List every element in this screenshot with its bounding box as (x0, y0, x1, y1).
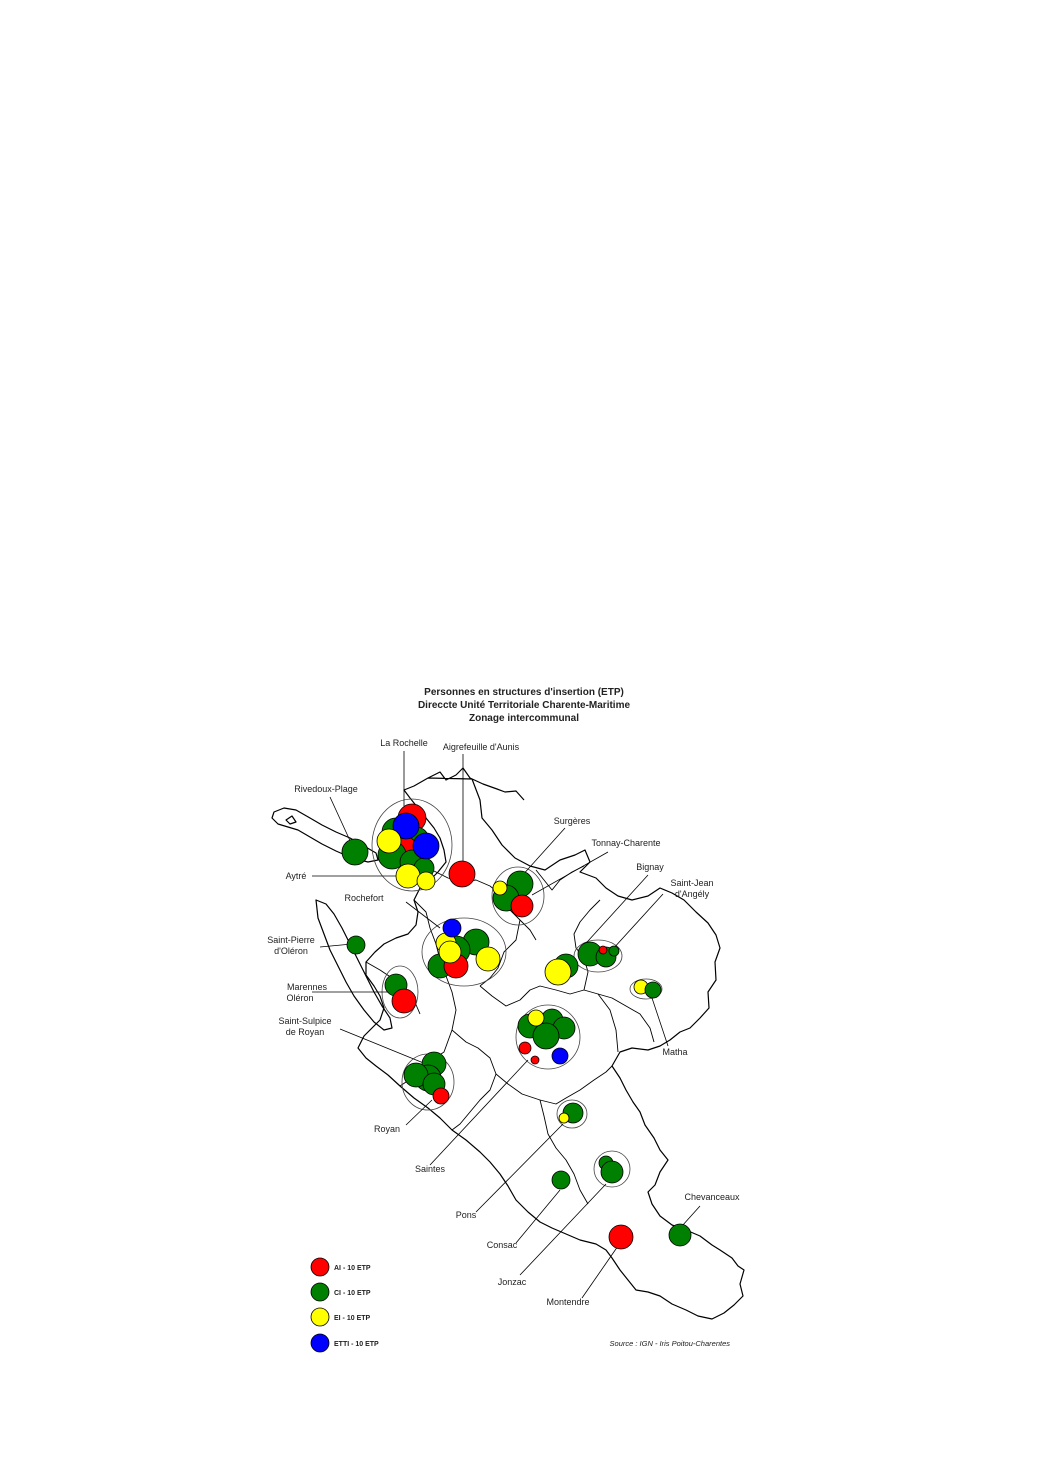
label-marennes-2: Oléron (286, 993, 313, 1003)
label-tonnay: Tonnay-Charente (591, 838, 660, 848)
intercommunal-boundaries (365, 859, 655, 1205)
symbol-ei (558, 1112, 570, 1124)
symbol-ai (598, 945, 608, 955)
label-bignay: Bignay (636, 862, 664, 872)
symbol-ei (376, 828, 402, 854)
place-labels: La Rochelle Aigrefeuille d'Aunis Rivedou… (267, 738, 740, 1307)
label-saint-pierre-1: Saint-Pierre (267, 935, 315, 945)
symbol-ci (341, 838, 369, 866)
symbol-ei (395, 863, 421, 889)
symbols-surgeres (492, 870, 534, 918)
ile-d-oleron-outline (315, 899, 393, 1031)
symbol-ci (346, 935, 366, 955)
label-saint-jean-2: d'Angély (675, 889, 710, 899)
symbol-ci (600, 1160, 624, 1184)
symbols-marennes (384, 973, 417, 1014)
symbol-ai (518, 1041, 532, 1055)
legend-swatch-ci (310, 1282, 330, 1302)
symbol-ci (644, 981, 662, 999)
legend-label-ei: EI - 10 ETP (334, 1315, 371, 1322)
legend-label-ai: AI - 10 ETP (334, 1265, 371, 1272)
department-outline (357, 767, 745, 1320)
label-matha: Matha (662, 1047, 687, 1057)
symbol-ai (530, 1055, 540, 1065)
label-rochefort: Rochefort (344, 893, 384, 903)
symbols-la-rochelle (341, 803, 476, 891)
leader-lines (312, 751, 701, 1299)
label-aytre: Aytré (286, 871, 307, 881)
label-la-rochelle: La Rochelle (380, 738, 428, 748)
label-saint-pierre-2: d'Oléron (274, 946, 308, 956)
symbols-saintes (517, 1008, 576, 1065)
label-consac: Consac (487, 1240, 518, 1250)
label-montendre: Montendre (546, 1297, 589, 1307)
map-title-line-3: Zonage intercommunal (469, 713, 579, 724)
label-saint-sulpice-1: Saint-Sulpice (278, 1016, 331, 1026)
legend-swatch-ai (310, 1257, 330, 1277)
label-marennes-1: Marennes (287, 982, 328, 992)
label-rivedoux: Rivedoux-Plage (294, 784, 358, 794)
symbol-ai (448, 860, 476, 888)
symbol-ei (438, 940, 462, 964)
map-title-line-2: Direccte Unité Territoriale Charente-Mar… (418, 700, 631, 711)
legend-swatch-etti (310, 1333, 330, 1353)
map-source: Source : IGN - Iris Poitou-Charentes (610, 1339, 731, 1348)
zone-ellipse-rochefort (421, 917, 507, 987)
symbol-ei (416, 871, 436, 891)
symbol-ei (544, 958, 572, 986)
symbol-etti (412, 832, 440, 860)
symbols-saint-jean (544, 941, 662, 999)
symbol-ci (668, 1223, 692, 1247)
symbol-ci (608, 945, 620, 957)
symbol-ai (432, 1087, 450, 1105)
map-legend (310, 1257, 330, 1353)
symbol-ai (608, 1224, 634, 1250)
legend-swatch-ei (310, 1307, 330, 1327)
zone-ellipse-saintes (515, 1004, 581, 1070)
label-saintes: Saintes (415, 1164, 446, 1174)
symbol-etti (442, 918, 462, 938)
map-title-line-1: Personnes en structures d'insertion (ETP… (424, 687, 624, 698)
symbol-ai (510, 894, 534, 918)
label-surgeres: Surgères (554, 816, 591, 826)
zone-ellipse-jonzac (593, 1150, 631, 1188)
symbols-south (551, 1102, 692, 1250)
label-aigrefeuille: Aigrefeuille d'Aunis (443, 742, 520, 752)
label-saint-sulpice-2: de Royan (286, 1027, 325, 1037)
ile-de-re-outline (271, 807, 379, 863)
symbol-ai (391, 988, 417, 1014)
symbol-ci (532, 1022, 560, 1050)
zone-ellipse-la-rochelle (371, 798, 453, 892)
symbol-ei (527, 1009, 545, 1027)
symbols-royan (403, 1051, 450, 1105)
legend-label-ci: CI - 10 ETP (334, 1290, 371, 1297)
zone-ellipse-pons (556, 1099, 588, 1129)
label-royan: Royan (374, 1124, 400, 1134)
zone-ellipse-saint-jean (573, 939, 623, 973)
symbol-ci (551, 1170, 571, 1190)
label-pons: Pons (456, 1210, 477, 1220)
symbol-etti (392, 812, 420, 840)
legend-label-etti: ETTI - 10 ETP (334, 1341, 379, 1348)
zone-ellipses (371, 798, 663, 1188)
symbol-ei (492, 880, 508, 896)
label-saint-jean-1: Saint-Jean (670, 878, 713, 888)
zone-ellipse-matha (629, 978, 663, 1000)
symbol-etti (551, 1047, 569, 1065)
symbol-ei (475, 946, 501, 972)
label-jonzac: Jonzac (498, 1277, 527, 1287)
zone-ellipse-surgeres (491, 866, 545, 926)
label-chevanceaux: Chevanceaux (684, 1192, 740, 1202)
symbols-rochefort (346, 918, 501, 979)
